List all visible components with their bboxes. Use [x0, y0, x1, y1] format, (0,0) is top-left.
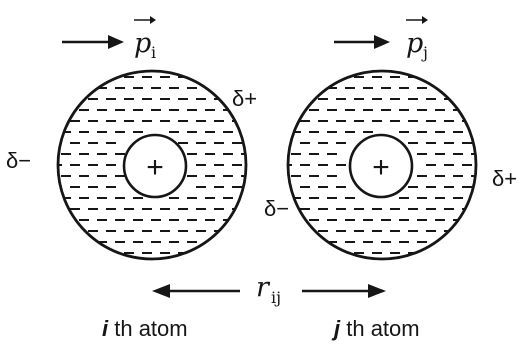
atom-i-dipole-arrow: [62, 35, 124, 49]
dipole-subscript: i: [151, 43, 156, 62]
separation-subscript: ij: [271, 288, 281, 307]
svg-text:j th atom: j th atom: [331, 316, 420, 341]
atom-i-caption: i th atom: [102, 316, 188, 341]
separation-indicator: r ij: [152, 272, 386, 307]
atom-j-dipole-label: p j: [406, 16, 428, 62]
atom-j-charge-negative: δ−: [264, 196, 289, 221]
atom-i-nucleus-sign: +: [146, 151, 164, 184]
atom-i-charge-positive: δ+: [232, 86, 257, 111]
dipole-symbol: p: [406, 28, 423, 59]
atom-j: p j + δ− δ+ j th atom: [264, 16, 517, 341]
separation-label: r ij: [256, 272, 281, 307]
separation-arrow-right: [302, 284, 386, 298]
atom-j-charge-positive: δ+: [492, 166, 517, 191]
separation-symbol: r: [256, 272, 271, 303]
atom-j-caption: j th atom: [331, 316, 420, 341]
atom-i-dipole-label: p i: [134, 16, 156, 62]
atom-i-charge-negative: δ−: [6, 148, 31, 173]
atom-i: p i + δ− δ+ i th atom: [6, 16, 260, 341]
dipole-symbol: p: [134, 28, 151, 59]
atom-j-caption-text: th atom: [340, 316, 419, 341]
separation-arrow-left: [152, 284, 240, 298]
atom-i-caption-text: th atom: [108, 316, 187, 341]
svg-text:i th atom: i th atom: [102, 316, 188, 341]
atom-j-nucleus-sign: +: [372, 151, 390, 184]
dipole-subscript: j: [421, 43, 428, 62]
atom-j-dipole-arrow: [334, 35, 390, 49]
